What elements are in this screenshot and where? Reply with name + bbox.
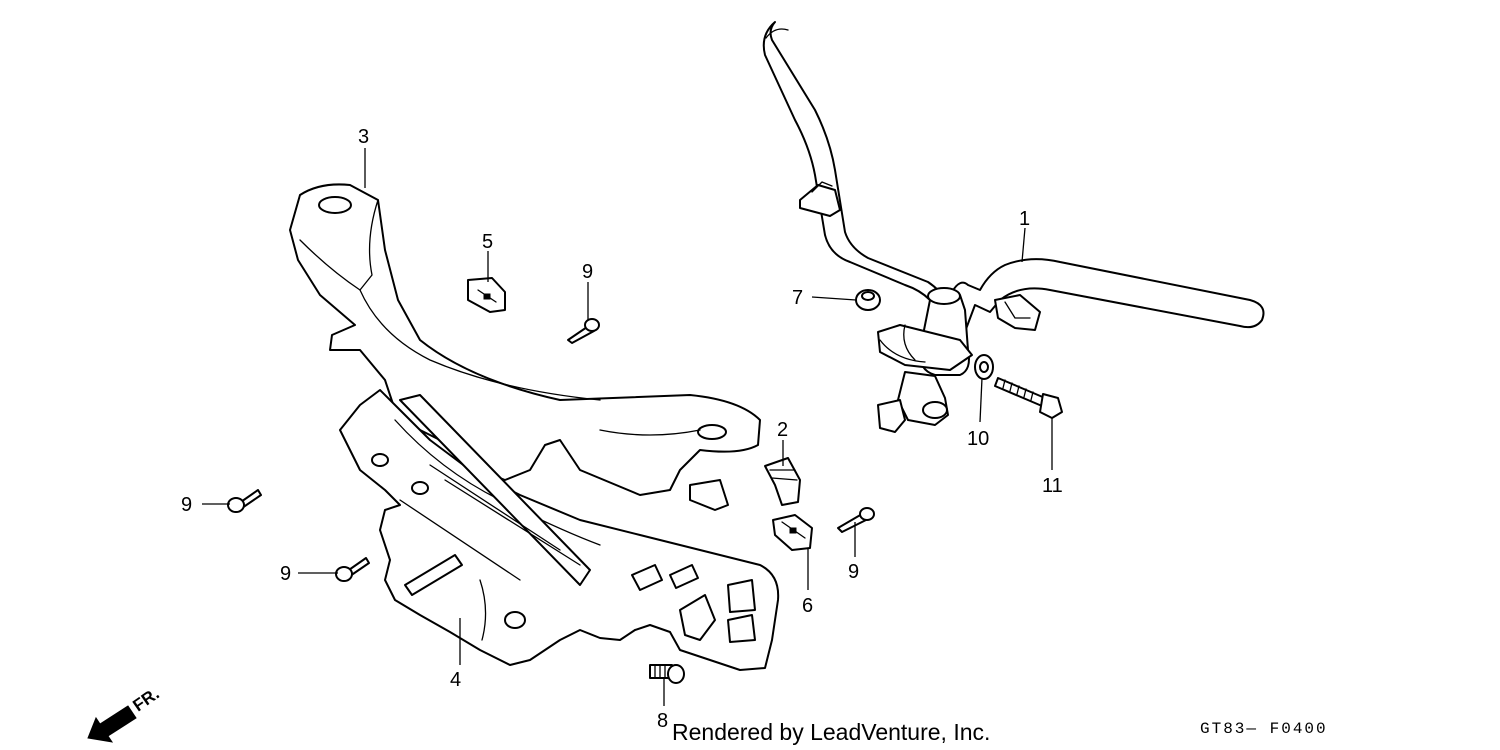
clip-6 [772, 514, 813, 551]
callout-11: 11 [1042, 475, 1063, 497]
callout-2: 2 [777, 419, 788, 441]
clip-5 [467, 277, 506, 313]
screw-8 [649, 664, 685, 684]
rear-cover [339, 389, 780, 671]
front-arrow-icon [87, 705, 137, 743]
front-direction-indicator: FR. [87, 684, 163, 743]
screw-9-left-lower [335, 557, 370, 582]
callout-7: 7 [792, 287, 803, 309]
diagram-code: GT83— F0400 [1200, 720, 1328, 738]
nut-7 [855, 289, 881, 311]
callout-8: 8 [657, 710, 668, 732]
callout-9-left-lower: 9 [280, 563, 291, 585]
callout-9-left-upper: 9 [181, 494, 192, 516]
callout-4: 4 [450, 669, 461, 691]
callout-1: 1 [1019, 208, 1030, 230]
credit-text: Rendered by LeadVenture, Inc. [672, 719, 990, 745]
callout-9-right: 9 [848, 561, 859, 583]
clip-2 [764, 457, 801, 506]
front-direction-label: FR. [129, 684, 162, 715]
callout-6: 6 [802, 595, 813, 617]
leader-lines [202, 148, 1053, 706]
callout-3: 3 [358, 126, 369, 148]
bolt-11 [994, 377, 1063, 419]
callout-labels: 1 2 3 4 5 6 7 8 9 9 9 9 10 11 [181, 126, 1063, 732]
handlebar [762, 21, 1265, 433]
screw-9-left-upper [227, 489, 262, 513]
callout-10: 10 [967, 428, 989, 450]
callout-5: 5 [482, 231, 493, 253]
screw-9-right [837, 507, 875, 533]
screw-9-top [567, 318, 600, 344]
washer-10 [974, 354, 994, 380]
callout-9-top: 9 [582, 261, 593, 283]
